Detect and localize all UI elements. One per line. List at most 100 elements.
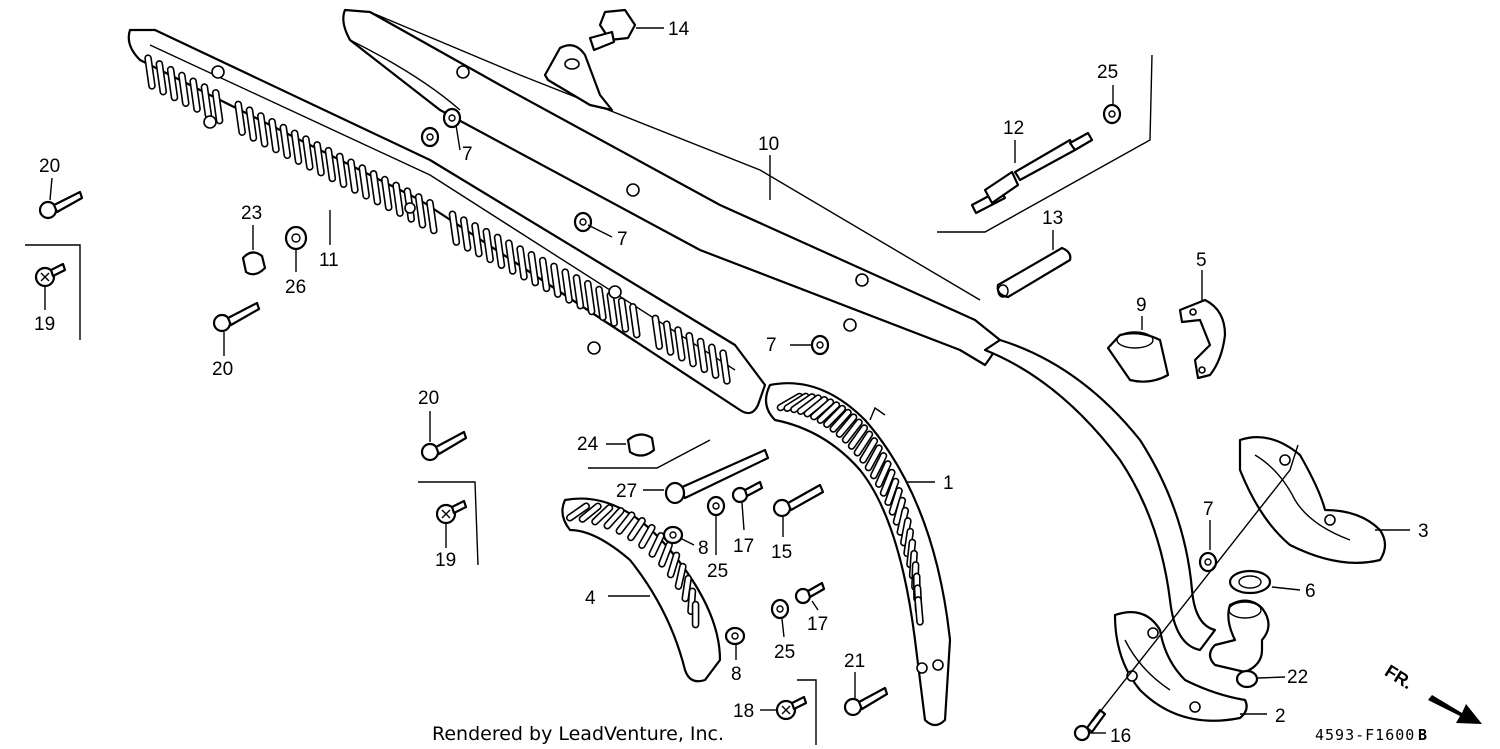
vent-slot [448,210,461,246]
vent-slot [696,337,709,374]
vent-slot [591,504,614,526]
screw-19b[interactable] [435,499,468,525]
cap-nut-23[interactable] [241,251,267,276]
vent-slot [572,274,585,310]
heat-shield-small-4[interactable] [561,497,722,683]
washer-7d[interactable] [810,334,830,356]
bolt-20b[interactable] [212,301,261,333]
vent-slot [313,141,325,177]
callout-9: 9 [1136,295,1147,316]
screw-18[interactable] [775,695,808,721]
callout-leaders [25,27,1410,745]
vent-slot [719,349,731,385]
vent-slot [859,437,879,464]
vent-slot [874,460,892,488]
muffler-body[interactable] [342,8,1002,367]
callout-8b: 8 [731,664,742,685]
vent-slot [381,175,393,212]
vent-slot [853,430,874,457]
vent-slot [471,222,483,258]
diagram-code-suffix: B [1418,726,1428,744]
bolt-20c[interactable] [420,430,468,462]
vent-slot [829,408,852,433]
callout-20a: 20 [39,156,60,177]
front-arrow-icon [1428,695,1482,724]
vent-slot [505,239,517,275]
vent-slot [662,320,675,356]
vent-slot [823,404,847,429]
exhaust-head-pipe[interactable] [983,338,1217,652]
bolt-17b[interactable] [794,581,826,605]
callout-8a: 8 [698,538,709,559]
vent-slot [369,170,382,206]
vent-slot [550,262,562,298]
washer-7c[interactable] [573,211,593,233]
vent-slot [595,285,607,322]
vent-slot [561,268,573,304]
diagram-code: 4593-F1600 B [1315,726,1428,744]
bolt-21[interactable] [843,686,889,717]
vent-slot [245,106,258,142]
vent-slot [459,216,472,252]
washer-25c[interactable] [770,598,790,620]
washer-7b[interactable] [420,126,440,148]
vent-slot [324,146,337,183]
bolt-20a[interactable] [38,190,84,220]
exhaust-gasket-6[interactable] [1228,569,1272,595]
vent-slot [166,65,179,102]
vent-slot [651,314,664,350]
callout-7d: 7 [1203,499,1214,520]
callout-7c: 7 [766,335,777,356]
callout-25c: 25 [774,642,795,663]
vent-slot [914,596,924,626]
callout-13: 13 [1042,208,1063,229]
callout-4: 4 [585,588,596,609]
vent-slot [816,401,841,424]
exhaust-protector-3[interactable] [1238,436,1387,564]
joint-collar-9[interactable] [1106,331,1170,383]
washer-25a[interactable] [1102,103,1122,125]
screw-19a[interactable] [34,262,67,288]
stud-bolt-12[interactable] [970,131,1094,215]
bolt-14[interactable] [588,8,637,52]
vent-slot [603,507,625,530]
callout-12: 12 [1003,118,1024,139]
callout-24: 24 [577,434,599,455]
vent-slot [256,112,269,148]
vent-slot [189,77,201,113]
heat-shield-curved-1[interactable] [764,382,952,727]
washer-26[interactable] [284,225,308,251]
nut-8a[interactable] [662,525,684,545]
vent-slot [685,331,697,368]
callout-3: 3 [1418,521,1429,542]
callout-19b: 19 [435,550,456,571]
vent-slot [234,100,246,136]
vent-slot [358,164,370,200]
callout-18: 18 [733,701,754,722]
vent-slot [335,152,348,188]
heat-shield-main[interactable] [127,28,767,415]
exhaust-joint-flange[interactable] [1208,599,1270,674]
bolt-15[interactable] [772,483,825,518]
vent-slot [666,551,681,579]
nut-24[interactable] [626,433,656,457]
bolt-17a[interactable] [731,480,764,504]
bolt-27[interactable] [664,448,770,505]
washer-7a[interactable] [442,107,462,129]
vent-slot [617,297,630,333]
callout-17b: 17 [807,614,828,635]
bolt-16[interactable] [1073,708,1107,742]
callout-21: 21 [844,651,865,672]
nut-22[interactable] [1235,669,1259,689]
washer-7e[interactable] [1198,551,1218,573]
vent-slot [615,511,636,535]
vent-slot [155,60,168,96]
vent-slot [144,54,156,90]
collar-13[interactable] [996,246,1072,299]
muffler-band-5[interactable] [1178,298,1227,380]
vent-slot [392,181,404,217]
vent-slot [627,517,646,542]
nut-8b[interactable] [724,626,746,646]
washer-25b[interactable] [706,495,726,517]
vent-slot [835,413,858,438]
